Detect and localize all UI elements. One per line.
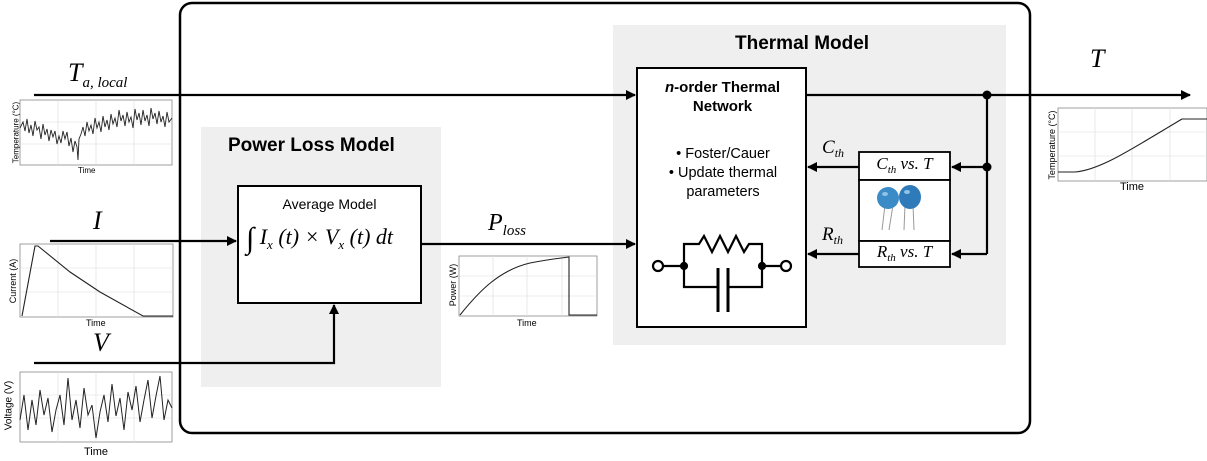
rth-signal-label: Rth <box>822 224 843 247</box>
rc-network-icon <box>651 233 793 312</box>
thermal-model-title: Thermal Model <box>735 33 870 54</box>
thermal-network-title: n-order Thermal Network <box>664 79 781 115</box>
voltage-xlabel: Time <box>84 446 109 458</box>
power-loss-equation: ∫ Ix (t) × Vx (t) dt <box>246 222 394 255</box>
cth-vs-t-label: Cth vs. T <box>876 154 933 176</box>
thermal-network-bullets: • Foster/Cauer • Update thermal paramete… <box>648 145 798 202</box>
voltage-signal-label: V <box>93 328 109 357</box>
average-model-box <box>237 185 422 304</box>
temp-input-ylabel: Temperature (°C) <box>11 101 21 164</box>
power-plot <box>458 255 598 317</box>
temp-output-xlabel: Time <box>1120 181 1145 193</box>
temp-input-xlabel: Time <box>78 166 96 175</box>
output-temperature-label: T <box>1090 44 1105 73</box>
average-model-label: Average Model <box>282 196 377 212</box>
current-signal-label: I <box>93 206 102 235</box>
thermal-network-box <box>636 67 807 328</box>
current-plot <box>19 243 174 318</box>
current-xlabel: Time <box>86 318 106 328</box>
voltage-plot <box>19 371 173 443</box>
rth-vs-t-label: Rth vs. T <box>876 242 933 264</box>
cth-signal-label: Cth <box>822 137 845 160</box>
voltage-ylabel: Voltage (V) <box>3 380 15 431</box>
power-ylabel: Power (W) <box>448 263 458 307</box>
ceramic-capacitor-icon <box>877 185 921 231</box>
bullet-update-thermal: • Update thermal <box>668 165 778 181</box>
temperature-output-plot <box>1057 107 1207 182</box>
bullet-parameters: parameters <box>686 184 760 200</box>
bullet-foster-cauer: • Foster/Cauer <box>676 146 770 162</box>
power-xlabel: Time <box>517 318 537 328</box>
temp-output-ylabel: Temperature (°C) <box>1047 110 1057 180</box>
rth-lookup-box <box>858 240 951 268</box>
temperature-input-plot <box>19 99 173 166</box>
power-loss-signal-label: Ploss <box>488 210 527 239</box>
current-ylabel: Current (A) <box>8 258 18 304</box>
outer-frame <box>178 1 1032 435</box>
ambient-temperature-label: Ta, local <box>68 58 128 91</box>
power-loss-model-title: Power Loss Model <box>228 135 395 156</box>
